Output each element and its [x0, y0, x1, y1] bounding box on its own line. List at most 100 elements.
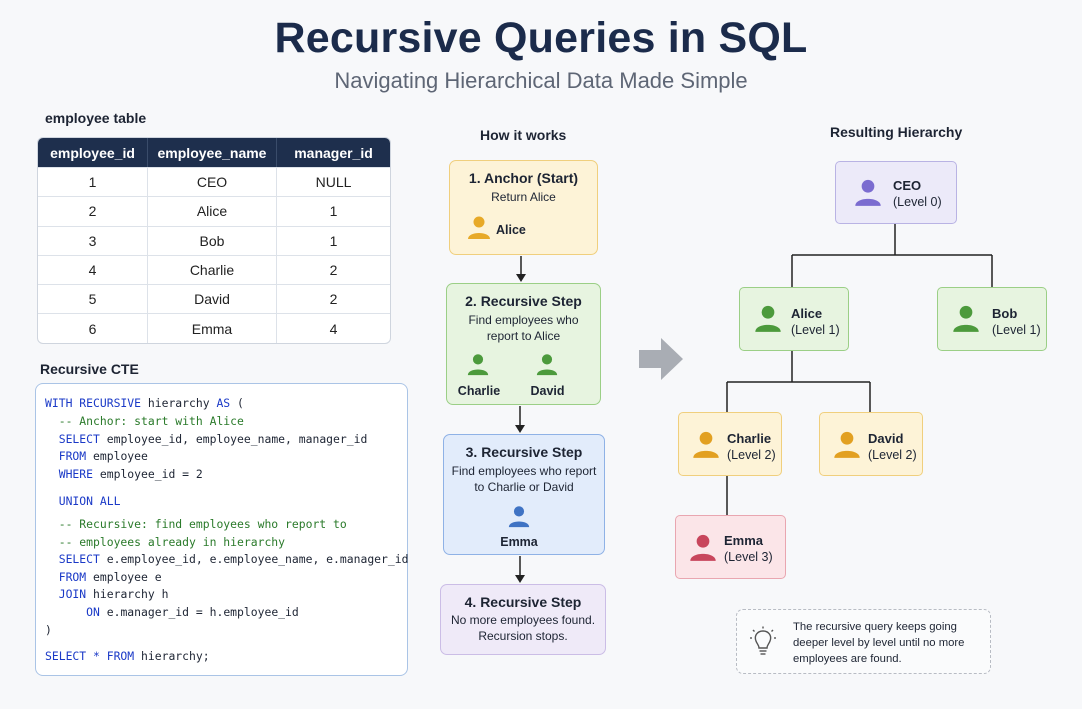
code-keyword: UNION ALL [45, 494, 121, 508]
code-line: FROM employee e [45, 570, 162, 584]
code-line: UNION ALL [45, 494, 121, 508]
node-name: CEO [893, 178, 922, 193]
table-cell: 1 [277, 225, 390, 255]
table-cell: 1 [38, 167, 148, 197]
table-cell: 4 [277, 313, 390, 342]
node-level: (Level 2) [727, 448, 776, 462]
person-name: Alice [496, 223, 526, 237]
person-icon [755, 305, 781, 332]
person-name: Emma [500, 535, 538, 549]
code-keyword: JOIN [45, 587, 87, 601]
hierarchy-node-alice: Alice (Level 1) [739, 287, 849, 351]
code-line: FROM employee [45, 449, 148, 463]
table-cell: 5 [38, 284, 148, 314]
column-header: employee_name [148, 138, 277, 167]
code-text: employee_id = 2 [93, 467, 203, 481]
code-keyword: AS [216, 396, 231, 410]
hierarchy-node-ceo: CEO (Level 0) [835, 161, 957, 224]
tip-callout: The recursive query keeps going deeper l… [736, 609, 991, 674]
table-header-row: employee_id employee_name manager_id [38, 138, 390, 167]
code-text: hierarchy [141, 396, 217, 410]
code-text: hierarchy; [134, 649, 210, 663]
node-level: (Level 2) [868, 448, 917, 462]
flow-step-stop: 4. Recursive Step No more employees foun… [440, 584, 606, 655]
hierarchy-label: Resulting Hierarchy [830, 124, 963, 140]
table-cell: CEO [148, 167, 277, 197]
arrow-down-icon [516, 256, 526, 282]
code-text: e.employee_id, e.employee_name, e.manage… [99, 552, 409, 566]
cte-label: Recursive CTE [40, 361, 139, 377]
code-keyword: WITH RECURSIVE [45, 396, 142, 410]
code-line: ON e.manager_id = h.employee_id [45, 605, 299, 619]
step-title: 1. Anchor (Start) [468, 170, 579, 186]
tip-text: The recursive query keeps going deeper l… [793, 621, 965, 665]
person-icon [855, 179, 881, 206]
column-header: manager_id [277, 138, 390, 167]
person-icon [690, 534, 716, 561]
step-description: Find employees who report to Alice [468, 313, 579, 343]
table-cell: 2 [277, 284, 390, 313]
lightbulb-icon [750, 626, 776, 655]
code-text: e.manager_id = h.employee_id [99, 605, 299, 619]
node-name: Bob [992, 306, 1018, 321]
person-name: Charlie [457, 384, 501, 398]
code-line: SELECT * FROM hierarchy; [45, 649, 210, 663]
person-icon [953, 305, 979, 332]
code-comment: -- Recursive: find employees who report … [45, 517, 347, 531]
code-text: employee e [86, 570, 162, 584]
flow-step-anchor: 1. Anchor (Start) Return Alice Alice [449, 160, 598, 255]
code-text: ) [45, 623, 52, 637]
page-title: Recursive Queries in SQL [274, 14, 808, 62]
table-cell: 4 [38, 254, 148, 285]
table-cell: 1 [277, 196, 390, 225]
code-keyword: FROM [45, 449, 87, 463]
table-cell: 6 [38, 313, 148, 343]
table-cell: Charlie [148, 254, 277, 285]
code-keyword: WHERE [45, 467, 94, 481]
step-title: 2. Recursive Step [465, 293, 582, 309]
code-line: WITH RECURSIVE hierarchy AS ( [45, 396, 244, 410]
flow-step-recursive-2: 3. Recursive Step Find employees who rep… [443, 434, 605, 555]
code-text: employee_id, employee_name, manager_id [99, 432, 368, 446]
step-title: 4. Recursive Step [464, 594, 582, 610]
hierarchy-node-david: David (Level 2) [819, 412, 923, 476]
person-icon [834, 431, 860, 458]
column-header: employee_id [38, 138, 148, 167]
code-keyword: SELECT [45, 552, 100, 566]
person-icon [468, 216, 490, 239]
table-cell: NULL [277, 167, 390, 196]
table-cell: Alice [148, 196, 277, 226]
hierarchy-node-charlie: Charlie (Level 2) [678, 412, 782, 476]
node-level: (Level 0) [893, 195, 942, 209]
flow-step-recursive-1: 2. Recursive Step Find employees who rep… [446, 283, 601, 405]
node-name: Charlie [727, 431, 772, 446]
code-keyword: ON [45, 605, 100, 619]
page-subtitle: Navigating Hierarchical Data Made Simple [334, 68, 748, 93]
flow-label: How it works [480, 127, 567, 143]
person-icon [536, 354, 558, 376]
table-cell: David [148, 284, 277, 314]
step-description: No more employees found. Recursion stops… [450, 613, 596, 643]
code-line: WHERE employee_id = 2 [45, 467, 203, 481]
table-cell: Bob [148, 225, 277, 255]
node-level: (Level 1) [791, 323, 840, 337]
person-name: David [530, 384, 565, 398]
hierarchy-node-bob: Bob (Level 1) [937, 287, 1047, 351]
step-description: Find employees who report to Charlie or … [451, 464, 597, 494]
table-label: employee table [45, 110, 147, 126]
person-icon [508, 506, 530, 528]
code-line: JOIN hierarchy h [45, 587, 169, 601]
code-line: ) [45, 623, 52, 637]
code-keyword: SELECT * FROM [45, 649, 135, 663]
code-text: ( [230, 396, 244, 410]
node-level: (Level 3) [724, 550, 773, 564]
code-text: hierarchy h [86, 587, 169, 601]
table-cell: Emma [148, 313, 277, 343]
person-icon [693, 431, 719, 458]
cte-code-block: WITH RECURSIVE hierarchy AS ( -- Anchor:… [35, 383, 408, 676]
